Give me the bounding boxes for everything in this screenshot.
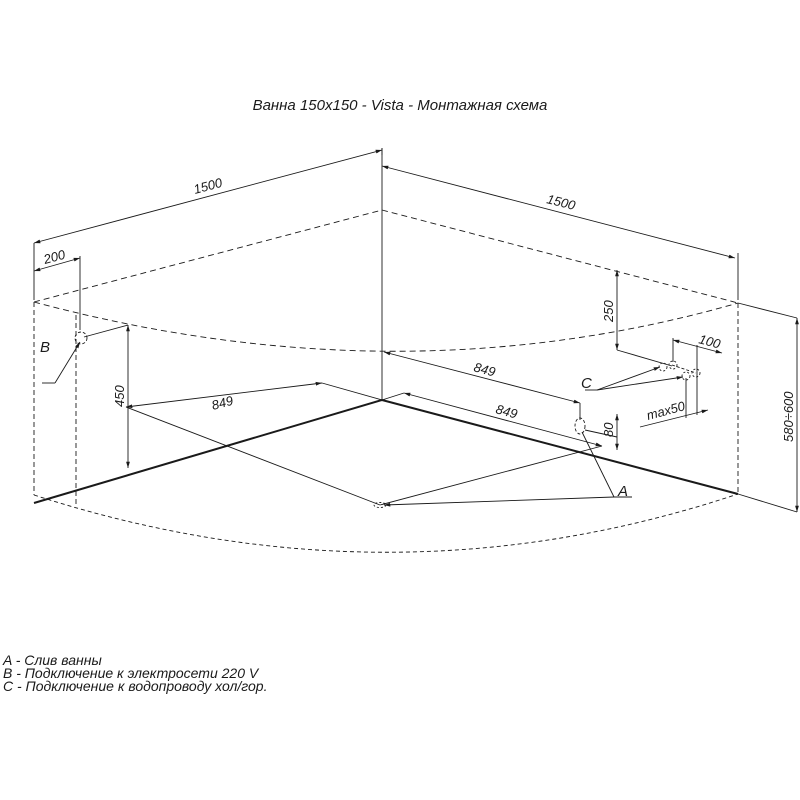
right-rim-dashed (381, 209, 739, 304)
right-width-text: 1500 (545, 191, 577, 213)
drain-left-dim-line (125, 381, 323, 409)
legend-item-b: B - Подключение к электросети 220 V (3, 665, 259, 681)
drain-left-text: 849 (210, 393, 235, 413)
water-depth-dim-line (639, 409, 709, 428)
drain-left-leader (125, 406, 381, 506)
front-rim-curve (33, 301, 739, 352)
total-height-text: 580÷600 (781, 391, 796, 442)
drain-right-leader (379, 445, 603, 506)
b-offset-dim-line (33, 257, 81, 272)
b-height-text: 450 (112, 385, 127, 407)
left-width-dim-line (33, 149, 383, 244)
legend: A - Слив ванны B - Подключение к электро… (3, 652, 268, 694)
c-pipe-4 (681, 371, 691, 381)
label-a: A (617, 483, 628, 500)
water-depth-text: max50 (645, 398, 687, 423)
drain-right-bottom-text: 849 (494, 401, 519, 421)
left-width-text: 1500 (192, 175, 225, 197)
a-drain-side-ellipse (574, 417, 586, 435)
c-pipe-1 (668, 360, 678, 370)
right-width-dim-line (381, 165, 736, 259)
b-socket-circle (74, 331, 88, 345)
c-pipe-3 (691, 368, 701, 378)
water-spacing-text: 100 (697, 331, 723, 351)
right-wall-floor-line (381, 399, 739, 495)
label-b: B (40, 339, 50, 356)
diagram-title: Ванна 150x150 - Vista - Монтажная схема (252, 97, 548, 114)
legend-item-a: A - Слив ванны (3, 652, 102, 668)
water-height-text: 250 (601, 300, 616, 323)
b-offset-text: 200 (41, 247, 68, 268)
drain-height-text: 80 (601, 422, 616, 437)
left-wall-floor-line (33, 399, 383, 504)
c-pipe-2 (658, 362, 668, 372)
drain-right-top-text: 849 (472, 359, 497, 379)
water-spacing-dim-line (672, 339, 723, 354)
bottom-curve (33, 493, 739, 553)
legend-item-c: C - Подключение к водопроводу хол/гор. (3, 678, 268, 694)
drain-right-bottom-dim-line (403, 392, 603, 447)
label-c: C (581, 375, 592, 392)
left-rim-dashed (33, 209, 383, 303)
